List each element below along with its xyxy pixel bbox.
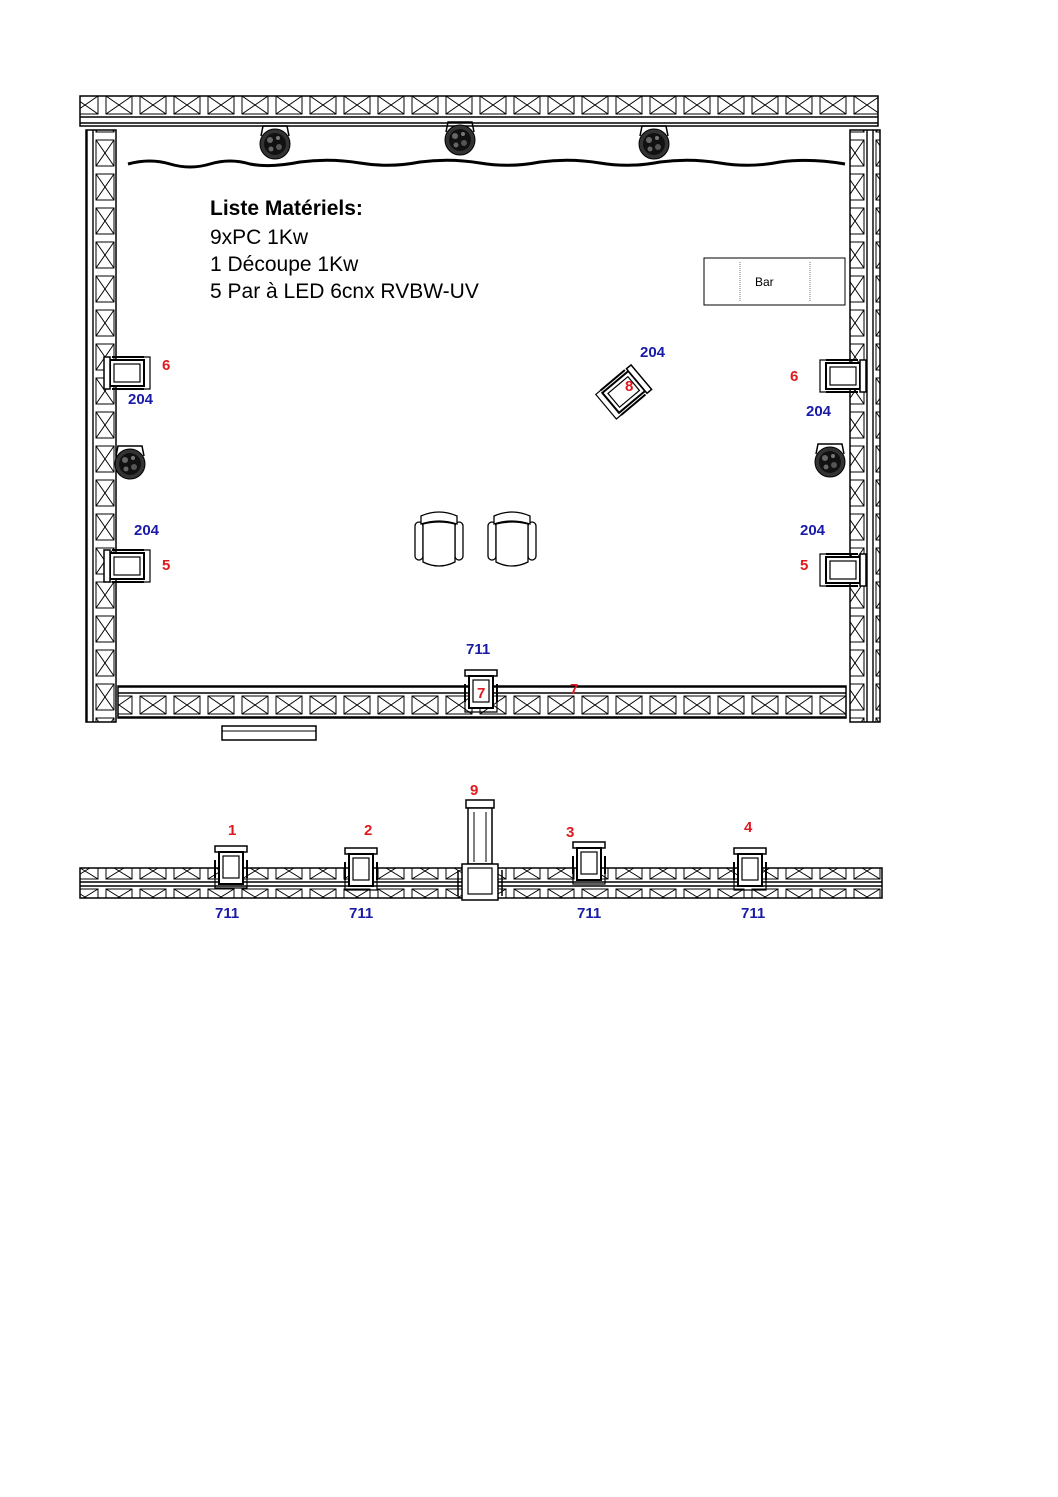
truss-top: [79, 95, 879, 127]
armchair-icon: [414, 511, 464, 567]
channel-label: 7: [477, 685, 485, 702]
gel-label: 711: [577, 905, 601, 922]
fixture-left-upper: 6 204: [103, 356, 170, 408]
pc-fresnel-icon: [103, 549, 151, 583]
pc-fresnel-icon: [344, 847, 378, 891]
channel-label: 7: [570, 681, 578, 698]
gel-label: 711: [349, 905, 373, 922]
channel-label: 4: [744, 819, 753, 836]
gel-label: 204: [134, 522, 160, 539]
channel-label: 5: [800, 557, 808, 574]
channel-label: 1: [228, 822, 236, 839]
fixture-center-angled: 8 204: [594, 344, 666, 420]
gel-label: 204: [640, 344, 666, 361]
fixture-right-lower: 5 204: [800, 522, 867, 587]
pc-fresnel-icon: [103, 356, 151, 390]
channel-label: 6: [790, 368, 798, 385]
pc-fresnel-icon: [214, 845, 248, 889]
channel-label: 6: [162, 357, 170, 374]
pc-fresnel-icon: [819, 553, 867, 587]
channel-label: 5: [162, 557, 170, 574]
stage-step: [221, 725, 317, 741]
legend-item: 9xPC 1Kw: [210, 226, 309, 249]
par-can-icon: [259, 125, 291, 160]
legend-item: 5 Par à LED 6cnx RVBW-UV: [210, 280, 479, 303]
gel-label: 711: [466, 641, 490, 658]
par-can-icon: [114, 445, 146, 480]
gel-label: 204: [806, 403, 832, 420]
par-can-icon: [814, 443, 846, 478]
fixture-elev-3: 3 711: [566, 824, 606, 922]
gel-label: 204: [128, 391, 154, 408]
truss-left: [85, 129, 117, 723]
pc-fresnel-icon: [733, 847, 767, 891]
bar-label: Bar: [755, 275, 774, 289]
fixture-elev-9: 9: [457, 782, 503, 901]
channel-label: 2: [364, 822, 372, 839]
fixture-front-truss: 7 711 7: [464, 641, 578, 713]
channel-label: 9: [470, 782, 478, 799]
par-can-icon: [444, 121, 476, 156]
channel-label: 3: [566, 824, 574, 841]
fixture-elev-2: 2 711: [344, 822, 378, 922]
fixture-left-lower: 5 204: [103, 522, 170, 583]
pc-fresnel-icon: [594, 363, 653, 420]
fixture-right-upper: 6 204: [790, 359, 867, 420]
truss-right: [849, 129, 881, 723]
pc-fresnel-icon: [572, 841, 606, 885]
par-can-icon: [638, 125, 670, 160]
armchair-icon: [487, 511, 537, 567]
gel-label: 711: [741, 905, 765, 922]
fixture-elev-4: 4 711: [733, 819, 767, 922]
profile-spot-icon: [457, 799, 503, 901]
gel-label: 204: [800, 522, 826, 539]
bar-counter: Bar: [703, 257, 846, 306]
legend-item: 1 Découpe 1Kw: [210, 253, 359, 276]
legend-title: Liste Matériels:: [210, 197, 363, 220]
gel-label: 711: [215, 905, 239, 922]
fixture-elev-1: 1 711: [214, 822, 248, 922]
channel-label: 8: [625, 378, 633, 395]
curtain-line: [127, 158, 846, 169]
pc-fresnel-icon: [819, 359, 867, 393]
